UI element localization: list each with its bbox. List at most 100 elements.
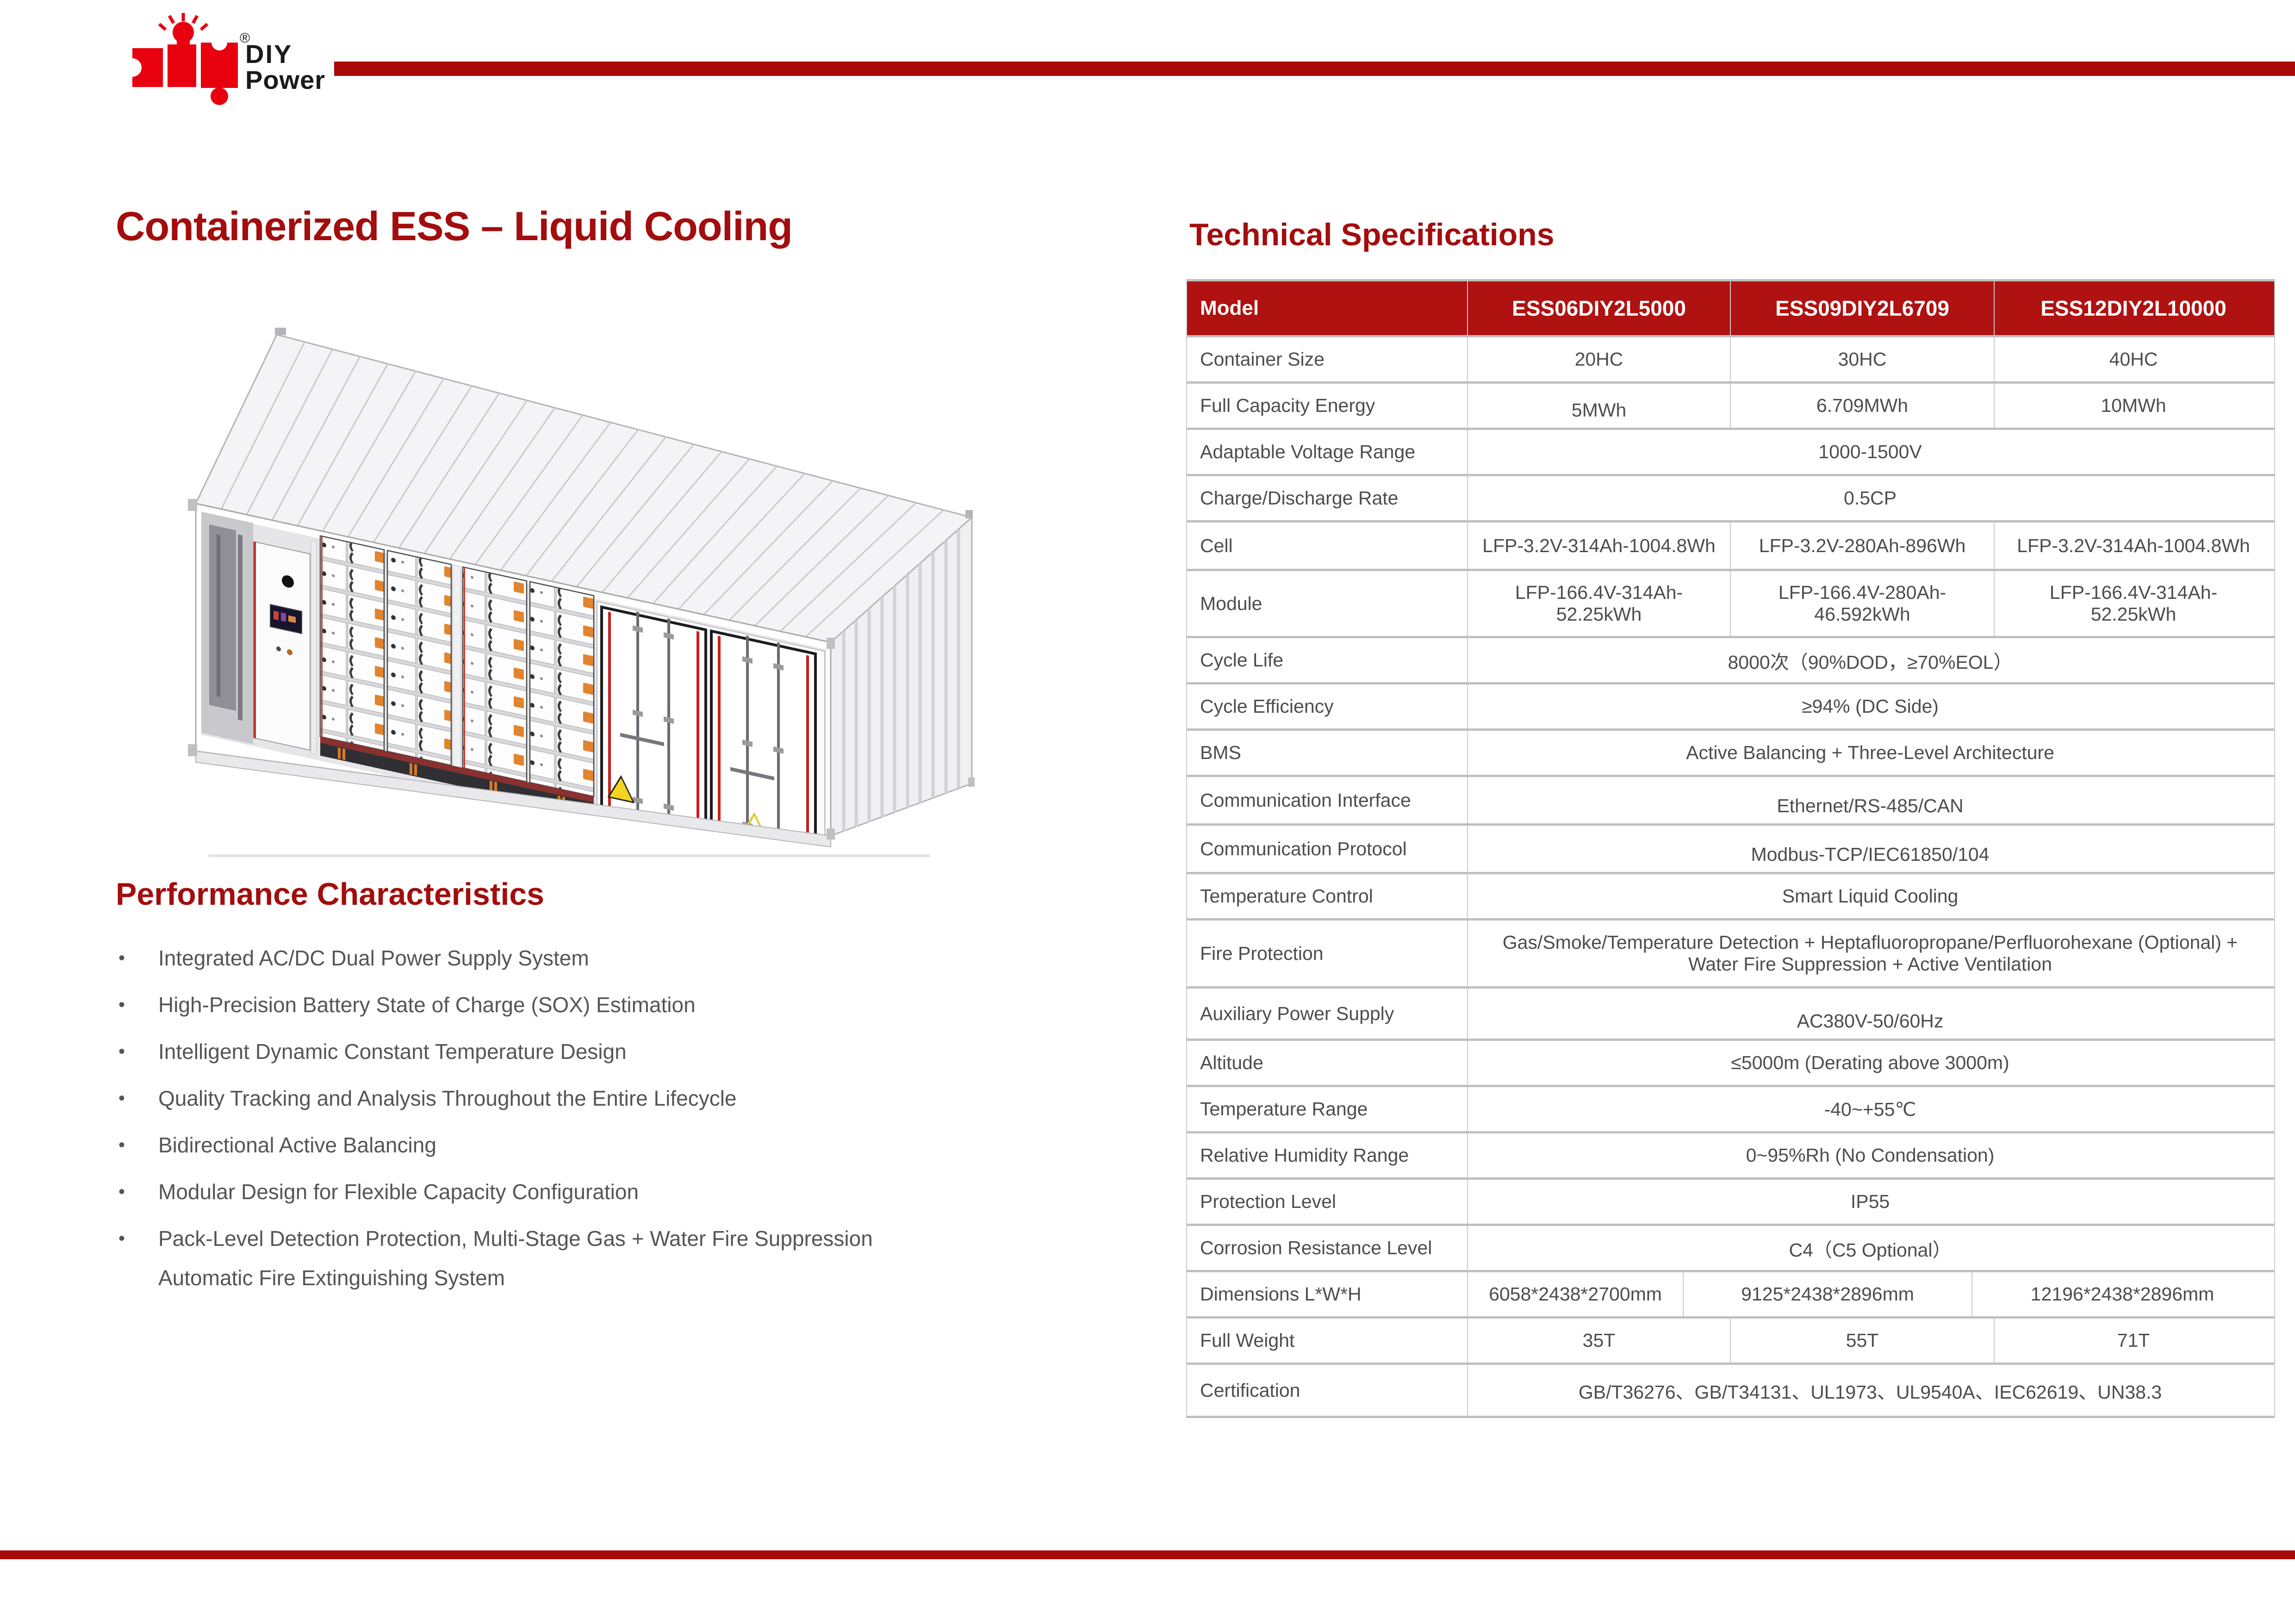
bullet-text: Bidirectional Active Balancing: [158, 1133, 436, 1157]
performance-bullet-list: Integrated AC/DC Dual Power Supply Syste…: [116, 939, 884, 1305]
row-label: Dimensions L*W*H: [1187, 1272, 1468, 1316]
row-value-text: LFP-166.4V-314Ah-52.25kWh: [2049, 582, 2218, 625]
table-row: Cycle Life 8000次（90%DOD，≥70%EOL）: [1187, 636, 2274, 682]
container-ess-illustration: [188, 328, 975, 857]
table-row: Cell LFP-3.2V-314Ah-1004.8Wh LFP-3.2V-28…: [1187, 520, 2274, 569]
row-value: Gas/Smoke/Temperature Detection + Heptaf…: [1468, 921, 2272, 986]
table-row: Container Size 20HC 30HC 40HC: [1187, 335, 2274, 381]
table-row: Certification GB/T36276、GB/T34131、UL1973…: [1187, 1363, 2274, 1416]
table-row: Adaptable Voltage Range 1000-1500V: [1187, 428, 2274, 474]
row-value: ≤5000m (Derating above 3000m): [1731, 1052, 2009, 1073]
row-label: Temperature Control: [1187, 874, 1468, 918]
row-value-text: LFP-166.4V-314Ah-52.25kWh: [1515, 582, 1683, 625]
table-row: Protection Level IP55: [1187, 1177, 2274, 1224]
table-row: Relative Humidity Range 0~95%Rh (No Cond…: [1187, 1131, 2274, 1177]
logo-puzzle-icon: [129, 13, 238, 105]
row-label: Auxiliary Power Supply: [1187, 989, 1468, 1039]
row-value: IP55: [1850, 1191, 1890, 1212]
cabinet-port-hole: [282, 575, 294, 588]
door-left: [600, 605, 707, 836]
row-value: LFP-3.2V-314Ah-1004.8Wh: [2017, 535, 2250, 556]
row-value-text: LFP-166.4V-280Ah-46.592kWh: [1778, 582, 1947, 625]
table-row: BMS Active Balancing + Three-Level Archi…: [1187, 728, 2274, 775]
row-value: 0.5CP: [1844, 487, 1897, 509]
table-row: Communication Protocol Modbus-TCP/IEC618…: [1187, 823, 2274, 872]
row-value: 10MWh: [2101, 395, 2166, 416]
list-item: Modular Design for Flexible Capacity Con…: [116, 1172, 880, 1212]
list-item: Pack-Level Detection Protection, Multi-S…: [116, 1219, 880, 1298]
row-value: 71T: [2117, 1330, 2150, 1351]
container-doors: [597, 601, 825, 836]
row-label: Charge/Discharge Rate: [1187, 476, 1468, 520]
bottom-accent-bar: [0, 1550, 2295, 1559]
table-row: Charge/Discharge Rate 0.5CP: [1187, 474, 2274, 520]
row-value: 40HC: [2109, 348, 2158, 370]
bullet-text: High-Precision Battery State of Charge (…: [158, 993, 696, 1017]
table-header-row: Model ESS06DIY2L5000 ESS09DIY2L6709 ESS1…: [1187, 279, 2274, 335]
row-label: Certification: [1187, 1365, 1468, 1416]
table-row: Auxiliary Power Supply AC380V-50/60Hz: [1187, 986, 2274, 1039]
row-value: 6.709MWh: [1731, 384, 1995, 428]
row-label: Temperature Range: [1187, 1087, 1468, 1131]
row-value: Active Balancing + Three-Level Architect…: [1686, 742, 2054, 763]
page-title: Containerized ESS – Liquid Cooling: [116, 203, 793, 249]
row-label: Communication Protocol: [1187, 826, 1468, 872]
row-label: Cell: [1187, 523, 1468, 569]
row-value: 1000-1500V: [1818, 441, 1922, 462]
row-value: LFP-166.4V-314Ah-52.25kWh: [1995, 571, 2272, 636]
table-row: Temperature Range -40~+55℃: [1187, 1085, 2274, 1131]
row-value: ≥94% (DC Side): [1802, 696, 1939, 717]
table-row: Dimensions L*W*H 6058*2438*2700mm 9125*2…: [1187, 1270, 2274, 1316]
ground-shadow: [208, 854, 930, 857]
row-label: Altitude: [1187, 1041, 1468, 1085]
row-value: 8000次（90%DOD，≥70%EOL）: [1728, 651, 2013, 673]
bullet-text: Intelligent Dynamic Constant Temperature…: [158, 1039, 627, 1064]
table-header-model: Model: [1187, 281, 1468, 335]
table-row: Full Weight 35T 55T 71T: [1187, 1316, 2274, 1363]
row-value: -40~+55℃: [1824, 1098, 1916, 1120]
row-value: 5MWh: [1468, 384, 1731, 428]
row-value: Ethernet/RS-485/CAN: [1777, 795, 1964, 816]
row-value: LFP-3.2V-280Ah-896Wh: [1731, 523, 1995, 569]
row-label: Adaptable Voltage Range: [1187, 430, 1468, 474]
row-value: LFP-166.4V-314Ah-52.25kWh: [1468, 571, 1731, 636]
technical-specifications-table: Model ESS06DIY2L5000 ESS09DIY2L6709 ESS1…: [1186, 279, 2275, 1418]
bullet-text: Integrated AC/DC Dual Power Supply Syste…: [158, 946, 589, 970]
row-value: 30HC: [1731, 337, 1995, 381]
row-label: Protection Level: [1187, 1180, 1468, 1224]
table-header-model-1: ESS06DIY2L5000: [1468, 281, 1731, 335]
list-item: Intelligent Dynamic Constant Temperature…: [116, 1032, 880, 1071]
row-label: Corrosion Resistance Level: [1187, 1226, 1468, 1270]
table-row: Cycle Efficiency ≥94% (DC Side): [1187, 682, 2274, 728]
row-value: LFP-3.2V-314Ah-1004.8Wh: [1468, 523, 1731, 569]
table-header-model-3: ESS12DIY2L10000: [2040, 296, 2227, 320]
row-value: AC380V-50/60Hz: [1797, 1010, 1944, 1032]
cabinet-display-screen: [270, 604, 302, 635]
row-label: Full Capacity Energy: [1187, 384, 1468, 428]
row-value: Smart Liquid Cooling: [1782, 885, 1959, 907]
performance-section-title: Performance Characteristics: [116, 877, 545, 912]
row-value: LFP-166.4V-280Ah-46.592kWh: [1731, 571, 1995, 636]
row-value: 6058*2438*2700mm: [1468, 1272, 1684, 1316]
row-value-text: Gas/Smoke/Temperature Detection + Heptaf…: [1502, 932, 2238, 975]
control-cabinet: [253, 541, 311, 751]
row-label: Communication Interface: [1187, 777, 1468, 823]
row-label: Full Weight: [1187, 1319, 1468, 1363]
table-row: Corrosion Resistance Level C4（C5 Optiona…: [1187, 1224, 2274, 1270]
row-value: 35T: [1468, 1319, 1731, 1363]
logo-text-diy: DIY: [245, 39, 292, 68]
row-value: 9125*2438*2896mm: [1684, 1272, 1972, 1316]
logo-registered-mark: ®: [240, 31, 250, 46]
row-value: 55T: [1731, 1319, 1995, 1363]
row-value: 12196*2438*2896mm: [2030, 1283, 2214, 1305]
row-label: BMS: [1187, 731, 1468, 775]
row-label: Fire Protection: [1187, 921, 1468, 986]
logo-text-power: Power: [245, 65, 325, 94]
table-row: Module LFP-166.4V-314Ah-52.25kWh LFP-166…: [1187, 569, 2274, 636]
row-value: 0~95%Rh (No Condensation): [1746, 1145, 1995, 1166]
container-bottom-rail: [195, 750, 831, 848]
row-label: Relative Humidity Range: [1187, 1133, 1468, 1177]
bullet-text: Pack-Level Detection Protection, Multi-S…: [158, 1226, 873, 1290]
warning-triangle-icon: [607, 775, 635, 803]
